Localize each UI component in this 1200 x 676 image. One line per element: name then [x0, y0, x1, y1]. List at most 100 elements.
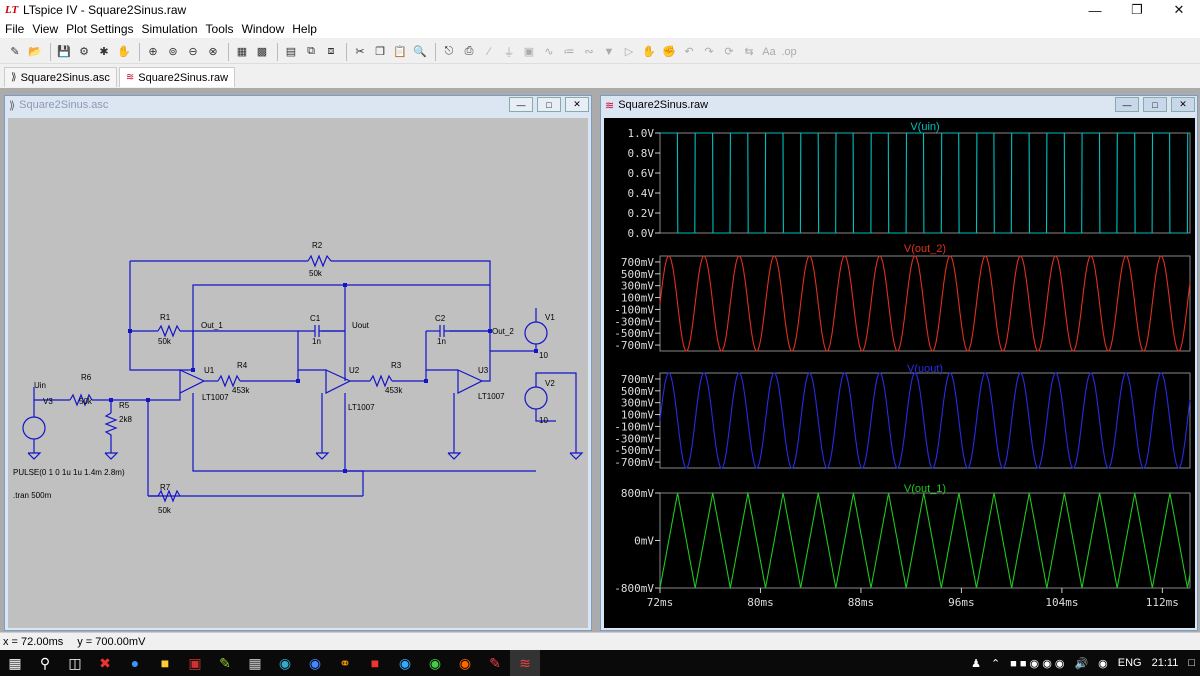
open-folder-icon[interactable]: 📂: [28, 46, 42, 58]
calculator-icon[interactable]: ▦: [248, 654, 262, 671]
trace-4: [659, 491, 1191, 590]
firefox-icon[interactable]: ◉: [458, 654, 472, 671]
y-tick-label: 0.4V: [628, 187, 655, 200]
app-icon-5[interactable]: ◉: [278, 654, 292, 671]
tran-directive[interactable]: .tran 500m: [13, 491, 52, 500]
people-icon[interactable]: ♟: [971, 657, 981, 670]
notification-icon[interactable]: □: [1188, 657, 1195, 669]
menu-simulation[interactable]: Simulation: [141, 22, 198, 36]
diode-icon[interactable]: ▼: [603, 45, 615, 58]
trace-2: [659, 255, 1191, 352]
capacitor-icon[interactable]: ≔: [563, 46, 575, 58]
restore-button[interactable]: ❐: [1131, 2, 1143, 17]
cut-icon[interactable]: ✂: [355, 46, 365, 58]
r4-label: R4: [237, 361, 248, 370]
run-icon[interactable]: ✱: [99, 46, 109, 58]
app-icon-7[interactable]: ⚭: [339, 654, 351, 671]
label-net-icon[interactable]: ▣: [523, 46, 535, 58]
app-icon-2[interactable]: ●: [130, 655, 140, 671]
trace-label[interactable]: V(uin): [910, 121, 939, 133]
tab-schematic[interactable]: ⟫ Square2Sinus.asc: [4, 67, 117, 87]
app-icon-4[interactable]: ✎: [219, 654, 231, 671]
tray-icons[interactable]: ■ ■ ◉ ◉ ◉: [1010, 657, 1065, 670]
system-tray: ♟ ⌃ ■ ■ ◉ ◉ ◉ 🔊 ◉ ENG 21:11 □: [966, 650, 1200, 676]
menu-tools[interactable]: Tools: [205, 22, 234, 36]
trace-label[interactable]: V(uout): [907, 363, 943, 375]
menu-window[interactable]: Window: [241, 22, 285, 36]
wire-icon[interactable]: ∕: [488, 45, 490, 58]
schematic-window[interactable]: ⟫ Square2Sinus.asc — □ ✕: [4, 95, 592, 631]
ltspice-taskbar-icon[interactable]: ≋: [510, 650, 540, 676]
tile-vertical-icon[interactable]: ⧈: [327, 45, 335, 57]
text-icon[interactable]: Aa: [762, 45, 776, 58]
inductor-icon[interactable]: ∾: [584, 46, 594, 58]
menu-plot-settings[interactable]: Plot Settings: [66, 22, 134, 36]
r1-label: R1: [160, 313, 171, 322]
waveform-maximize-button[interactable]: □: [1143, 97, 1167, 112]
schematic-close-button[interactable]: ✕: [565, 97, 589, 112]
close-button[interactable]: ✕: [1173, 2, 1185, 17]
y-tick-label: 0.0V: [628, 227, 655, 240]
rotate-icon[interactable]: ⟳: [724, 46, 734, 58]
start-icon[interactable]: ▦: [8, 654, 22, 671]
paste-icon[interactable]: 📋: [393, 46, 407, 58]
menu-help[interactable]: Help: [292, 22, 317, 36]
copy-icon[interactable]: ❐: [375, 46, 385, 58]
app-icon-1[interactable]: ✖: [99, 654, 111, 671]
spice-directive-icon[interactable]: .op: [781, 45, 797, 58]
menu-view[interactable]: View: [32, 22, 59, 36]
trace-label[interactable]: V(out_1): [904, 483, 946, 495]
zoom-fit-icon[interactable]: ⊗: [208, 46, 218, 58]
schematic-maximize-button[interactable]: □: [537, 97, 561, 112]
control-panel-icon[interactable]: ⚙: [79, 46, 89, 58]
skype-icon[interactable]: ◉: [398, 654, 412, 671]
find-icon[interactable]: 🔍: [413, 46, 427, 58]
language-indicator[interactable]: ENG: [1117, 657, 1142, 669]
r2-value: 50k: [309, 269, 323, 278]
trace-label[interactable]: V(out_2): [904, 243, 946, 255]
app-icon-9[interactable]: ✎: [489, 654, 501, 671]
move-icon[interactable]: ✋: [642, 46, 656, 58]
zoom-in-icon[interactable]: ⊕: [148, 46, 158, 58]
app-icon-3[interactable]: ▣: [188, 654, 202, 671]
minimize-button[interactable]: —: [1088, 2, 1102, 18]
tab-waveform[interactable]: ≋ Square2Sinus.raw: [118, 67, 236, 87]
menu-file[interactable]: File: [5, 22, 25, 36]
drag-icon[interactable]: ✊: [662, 46, 676, 58]
clock[interactable]: 21:11: [1151, 657, 1179, 669]
save-icon[interactable]: 💾: [57, 46, 71, 58]
zoom-out-icon[interactable]: ⊖: [188, 46, 198, 58]
pulse-directive[interactable]: PULSE(0 1 0 1u 1u 1.4m 2.8m): [13, 468, 125, 477]
waveform-minimize-button[interactable]: —: [1115, 97, 1139, 112]
file-explorer-icon[interactable]: ■: [160, 655, 170, 671]
autorange-icon[interactable]: ▦: [236, 46, 248, 58]
print-icon[interactable]: ⎙: [464, 45, 474, 57]
zoom-pan-icon[interactable]: ⊚: [168, 46, 178, 58]
component-icon[interactable]: ▷: [624, 46, 634, 58]
chevron-up-icon[interactable]: ⌃: [990, 657, 1001, 670]
ground-icon[interactable]: ⏚: [503, 46, 515, 59]
cascade-icon[interactable]: ⧉: [307, 45, 315, 57]
open-schematic-icon[interactable]: ✎: [10, 46, 20, 58]
resistor-icon[interactable]: ∿: [544, 46, 554, 58]
schematic-minimize-button[interactable]: —: [509, 97, 533, 112]
cursor-y-readout: y = 700.00mV: [77, 635, 146, 648]
schematic-canvas[interactable]: R2 50k R1 50k Out_1 C1 1n Uout C2 1n Out…: [8, 118, 588, 628]
chrome-icon[interactable]: ◉: [428, 654, 442, 671]
app-icon-6[interactable]: ◉: [308, 654, 322, 671]
task-view-icon[interactable]: ◫: [68, 654, 82, 671]
mirror-icon[interactable]: ⇆: [744, 46, 754, 58]
halt-icon[interactable]: ✋: [117, 46, 131, 58]
waveform-close-button[interactable]: ✕: [1171, 97, 1195, 112]
volume-icon[interactable]: 🔊: [1074, 657, 1089, 670]
undo-icon[interactable]: ↶: [684, 46, 694, 58]
network-icon[interactable]: ◉: [1098, 657, 1108, 670]
print-setup-icon[interactable]: ⎋: [444, 45, 454, 57]
tile-horizontal-icon[interactable]: ▤: [285, 46, 297, 58]
search-icon[interactable]: ⚲: [39, 654, 51, 671]
app-icon-8[interactable]: ■: [370, 655, 380, 671]
grid-icon[interactable]: ▩: [256, 46, 268, 58]
redo-icon[interactable]: ↷: [704, 46, 714, 58]
